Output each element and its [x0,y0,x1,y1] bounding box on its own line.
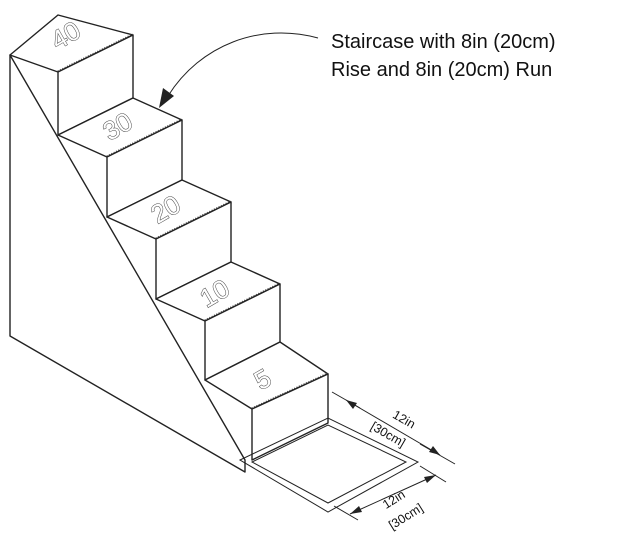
dim-bottom-arrow-right [424,475,436,483]
dim-bottom-extension-right [419,465,447,483]
dim-right-line [345,399,441,456]
dim-bottom-arrow-left [350,506,362,514]
callout-arrowhead [159,88,174,108]
callout-line-2: Rise and 8in (20cm) Run [331,59,552,81]
floor-landing-outer [238,417,420,513]
staircase-side-wall [9,54,246,473]
callout-line-1: Staircase with 8in (20cm) [331,31,556,53]
dim-bottom-line [349,474,437,515]
floor-landing [250,424,408,504]
step-5-riser [251,373,329,461]
dim-bottom-extension-left [333,505,359,521]
dim-right-arrow-top [346,400,357,409]
callout-leader-line [167,32,319,97]
dim-right-arrow-bottom [429,446,440,455]
dim-bottom-label-in: 12in [380,487,408,511]
